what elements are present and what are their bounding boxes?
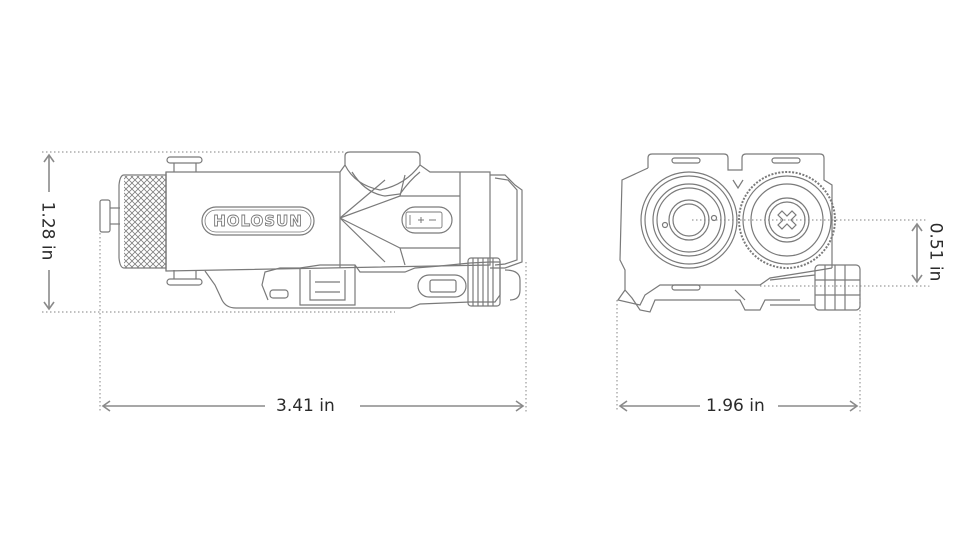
rear-screw <box>99 199 111 233</box>
knurled-cap-icon <box>118 172 167 271</box>
rail-mount <box>204 257 501 309</box>
left-lens-icon <box>640 171 738 269</box>
width-label: 1.96 in <box>702 396 769 416</box>
lever <box>769 264 861 311</box>
battery-badge <box>401 206 453 234</box>
extension-lines <box>42 151 527 412</box>
side-view <box>42 151 527 412</box>
offset-dimension <box>911 222 923 284</box>
adjustment-dial-icon <box>738 171 836 269</box>
front-view <box>616 153 930 412</box>
brand-logo: HOLOSUN <box>213 212 303 230</box>
height-label: 1.28 in <box>37 197 58 265</box>
logo-badge <box>201 206 315 236</box>
width-dimension <box>618 400 859 412</box>
cone-facets <box>339 174 460 266</box>
offset-label: 0.51 in <box>925 218 946 286</box>
height-dimension <box>43 153 55 311</box>
extension-lines <box>616 219 930 412</box>
length-label: 3.41 in <box>272 396 339 416</box>
length-dimension <box>101 400 525 412</box>
